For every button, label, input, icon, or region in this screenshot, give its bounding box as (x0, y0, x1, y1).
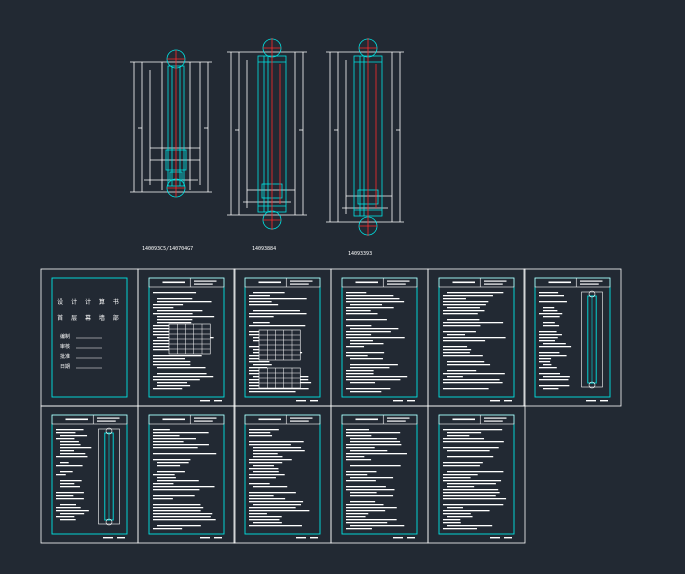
elevation-drawing-2[interactable]: 14093884 (227, 38, 307, 252)
elevation-drawing-1[interactable]: 140093C5/140704G7 (130, 49, 212, 252)
cover-field-label: 日期 (60, 364, 70, 370)
drawing-1-label: 140093C5/140704G7 (142, 246, 193, 252)
cover-title-1: 设 计 计 算 书 (57, 298, 122, 306)
calc-sheet-11[interactable] (427, 405, 526, 544)
drawing-3-label: 14093393 (348, 251, 372, 257)
calc-sheet-7[interactable] (40, 405, 139, 544)
calc-sheet-6[interactable] (523, 268, 622, 407)
cover-title-2: 首 层 幕 墙 部 (57, 314, 122, 322)
calc-sheet-8[interactable] (137, 405, 236, 544)
cover-field-label: 审核 (60, 343, 70, 350)
elevation-drawing-3[interactable]: 14093393 (326, 38, 404, 257)
cover-field-label: 编制 (60, 333, 70, 340)
calc-sheet-9[interactable] (233, 405, 332, 544)
calc-sheet-2[interactable] (137, 268, 236, 407)
calc-sheet-3[interactable] (233, 268, 332, 407)
calc-sheet-10[interactable] (330, 405, 429, 544)
drawing-2-label: 14093884 (252, 246, 276, 252)
calc-sheet-4[interactable] (330, 268, 429, 407)
cover-field-label: 批准 (60, 353, 70, 360)
calc-sheet-5[interactable] (427, 268, 526, 407)
